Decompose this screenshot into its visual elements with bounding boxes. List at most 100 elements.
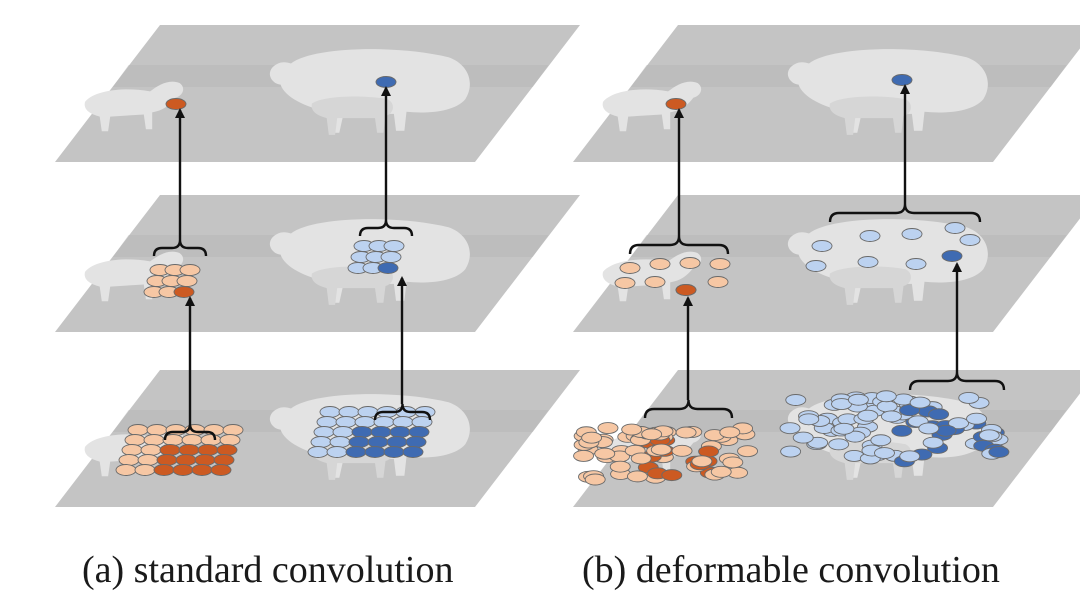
sampling-point-blue [329,436,351,448]
sampling-point-blue [779,422,801,435]
sampling-point-orange [121,444,143,456]
sampling-point-orange [219,434,241,446]
sampling-point-orange [222,424,244,436]
sampling-point-blue [348,436,370,448]
sampling-point-blue [785,394,807,406]
sampling-point-blue [948,417,970,430]
sampling-point-orange [194,454,216,466]
sampling-point-blue [316,416,338,428]
sampling-point-blue [319,406,341,418]
sampling-point-orange [213,454,235,466]
sampling-point-blue [857,409,879,422]
sampling-point-orange [679,257,701,269]
sampling-point-orange [707,276,729,288]
sampling-point-orange [216,444,238,456]
sampling-point-orange [134,464,156,476]
sampling-point-orange [156,454,178,466]
sampling-point-orange [709,258,731,270]
sampling-point-orange [140,444,162,456]
sampling-point-orange [573,449,595,462]
sampling-point-blue [335,416,357,428]
caption-standard-convolution: (a) standard convolution [82,549,454,591]
caption-deformable-convolution: (b) deformable convolution [582,549,1000,591]
sampling-point-blue [874,447,895,459]
sampling-point-orange [626,470,648,483]
sampling-point-blue [876,400,898,413]
sampling-point-orange [581,431,603,444]
sampling-point-orange [675,284,697,296]
sampling-point-orange [722,456,744,469]
sampling-point-blue [859,230,881,242]
sampling-point-blue [909,396,931,409]
sampling-point-blue [351,426,373,438]
sampling-point-blue [367,436,389,448]
sampling-point-orange [159,444,181,456]
sampling-point-blue [988,446,1010,458]
sampling-point-blue [935,424,957,437]
sampling-point-blue [386,436,408,448]
sampling-point-blue [833,422,855,435]
sampling-point-orange [191,464,213,476]
sampling-point-blue [847,393,869,406]
sampling-point-blue [958,391,980,404]
sampling-point-blue [345,446,367,458]
sampling-point-orange [137,454,159,466]
sampling-point-orange [719,426,741,439]
sampling-point-blue [389,426,411,438]
sampling-point-blue [332,426,354,438]
sampling-point-blue [792,431,814,444]
plane-a-middle [55,195,580,332]
output-unit-orange [665,98,687,110]
sampling-point-orange [594,447,616,460]
sampling-point-blue [966,412,987,425]
sheep-silhouette-icon [787,219,988,305]
sampling-point-orange [671,444,693,457]
sampling-point-blue [928,408,950,421]
plane-a-top [55,25,580,162]
sampling-point-blue [828,438,850,451]
sampling-point-blue [899,450,921,463]
sampling-point-orange [181,434,203,446]
sampling-point-orange [641,428,663,441]
sampling-point-orange [200,434,222,446]
sampling-point-orange [649,258,671,270]
sampling-point-blue [310,436,332,448]
sampling-point-blue [405,436,427,448]
sampling-point-orange [614,277,636,289]
sampling-point-blue [805,260,827,272]
sampling-point-orange [621,423,643,436]
sampling-point-blue [354,416,376,428]
sampling-point-blue [978,429,1000,442]
sampling-point-blue [313,426,335,438]
sampling-point-blue [941,250,963,262]
sampling-point-orange [210,464,232,476]
sampling-point-blue [383,240,405,252]
sampling-point-blue [383,446,405,458]
sheep-silhouette-icon [787,49,988,135]
sampling-point-blue [402,446,424,458]
sampling-point-blue [959,234,981,246]
sampling-point-orange [143,434,165,446]
sampling-point-orange [710,465,732,478]
sampling-point-orange [644,276,666,288]
plane-b-middle [573,195,1080,332]
sampling-point-blue [922,436,944,449]
sampling-point-orange [127,424,149,436]
sampling-point-blue [870,434,892,447]
sampling-point-blue [880,410,902,423]
sampling-point-orange [118,454,140,466]
sampling-point-orange [146,424,168,436]
sampling-point-orange [609,460,631,473]
sampling-point-blue [373,416,395,428]
sampling-point-blue [307,446,329,458]
sampling-point-orange [178,444,200,456]
sampling-point-orange [619,262,641,274]
sampling-point-blue [392,416,414,428]
output-unit-blue [375,76,397,88]
sampling-point-blue [875,390,897,403]
sampling-point-blue [798,413,820,426]
sampling-point-blue [901,228,923,240]
sampling-point-blue [905,258,927,270]
sampling-point-orange [124,434,146,446]
